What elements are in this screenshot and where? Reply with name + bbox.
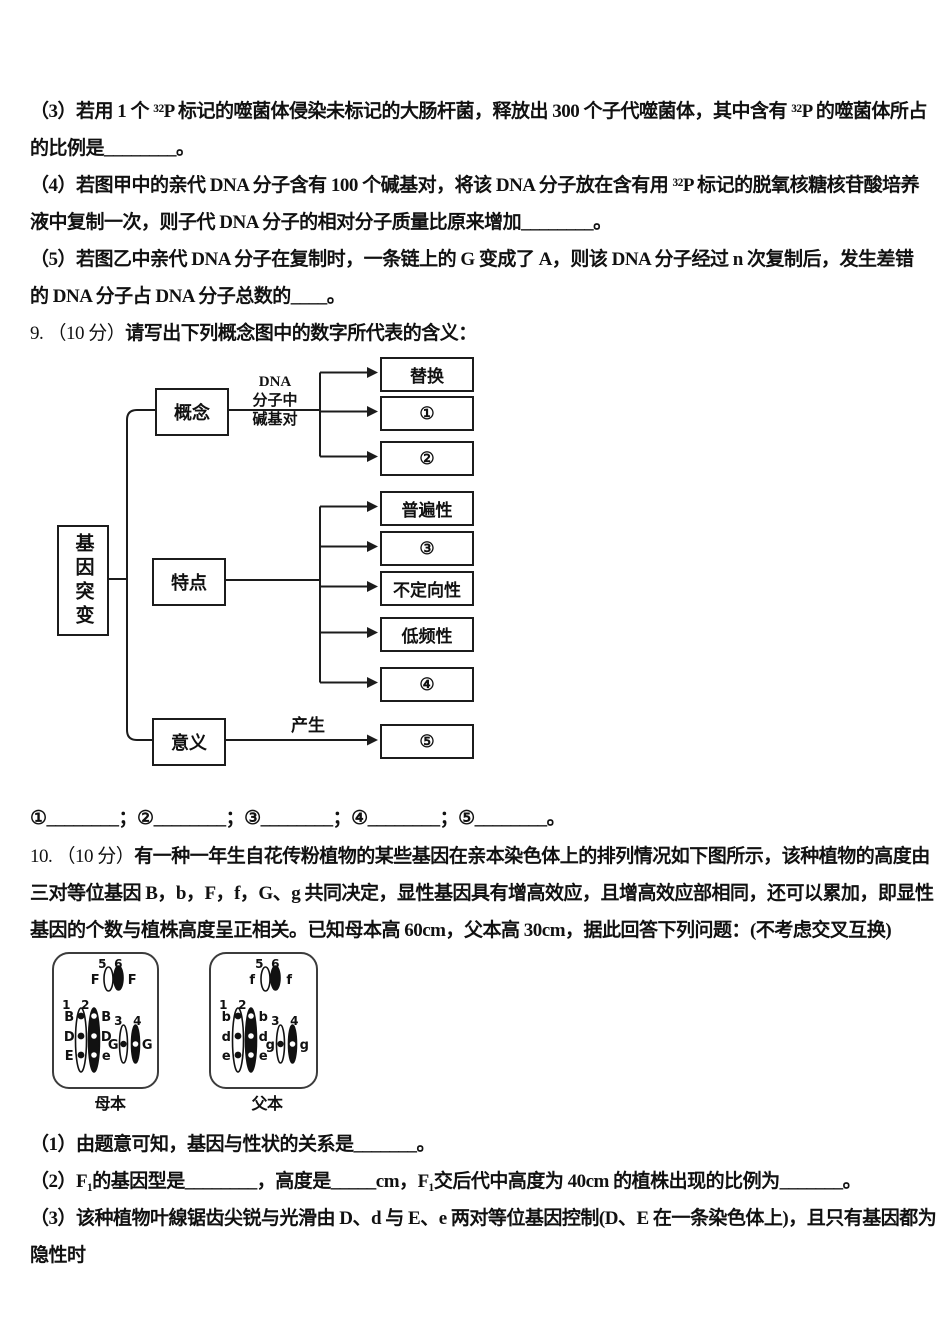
chromosome-number: 2 [81,998,89,1012]
question-9-header: 9. （10 分）请写出下列概念图中的数字所代表的含义： [30,315,930,352]
locus-dot [234,1012,242,1020]
gene-label: e [102,1049,111,1064]
locus-dot [248,1052,254,1058]
question-4: （4）若图甲中的亲代 DNA 分子含有 100 个碱基对，将该 DNA 分子放在… [30,175,920,233]
chromosome-number: 2 [238,998,246,1012]
question-10-text: 有一种一年生自花传粉植物的某些基因在亲本染色体上的排列情况如下图所示，该种植物的… [30,846,934,941]
root-node-gene-mutation: 基因突变 [57,525,109,636]
node-blank-4: ④ [380,667,474,702]
question-10: 10. （10 分）有一种一年生自花传粉植物的某些基因在亲本染色体上的排列情况如… [30,838,942,949]
question-10-paragraph: 10. （10 分）有一种一年生自花传粉植物的某些基因在亲本染色体上的排列情况如… [30,838,942,949]
gene-label: D [64,1030,75,1045]
locus-dot [77,1012,85,1020]
mother-caption: 母本 [94,1094,126,1113]
chromosome-5 [103,966,114,992]
chromosome-6 [270,965,281,991]
question-9-title: 请写出下列概念图中的数字所代表的含义： [125,323,477,344]
gene-label: G [108,1038,118,1053]
locus-dot [248,1013,254,1019]
node-low-frequency: 低频性 [380,617,474,652]
edge-label-dna-base-pair: DNA 分子中 碱基对 [245,373,305,430]
chromosome-number: 4 [133,1014,141,1028]
node-blank-3: ③ [380,531,474,566]
chromosome-figure: 5 6 F F 1 2 B D E B D e 3 4 G [52,952,318,1113]
father-caption: 父本 [250,1094,283,1113]
mother-panel: 5 6 F F 1 2 B D E B D e 3 4 G [52,952,159,1113]
node-substitution: 替换 [380,357,474,392]
father-panel: 5 6 f f 1 2 b d e b d e 3 4 g [209,952,318,1113]
chromosome-number: 3 [114,1014,122,1028]
question-5: （5）若图乙中亲代 DNA 分子在复制时，一条链上的 G 变成了 A，则该 DN… [30,249,914,307]
sub-questions: （1）由题意可知，基因与性状的关系是_______。 （2）F₁的基因型是___… [30,1126,945,1274]
question-10-number: 10. （10 分） [30,846,135,867]
locus-dot [277,1040,284,1048]
edge-label-line3: 碱基对 [252,412,298,428]
gene-label: g [266,1038,275,1053]
locus-dot [234,1051,242,1059]
gene-label: B [64,1010,73,1025]
chromosome-number: 6 [114,957,122,971]
gene-label: g [300,1038,309,1053]
chromosome-number: 1 [219,998,227,1012]
branch-significance: 意义 [152,718,226,766]
branch-features: 特点 [152,558,226,606]
gene-label: G [142,1038,152,1053]
gene-label: D [101,1030,112,1045]
node-blank-1: ① [380,396,474,431]
edge-label-line2: 分子中 [252,393,298,409]
gene-label: f [286,973,292,988]
node-universality: 普遍性 [380,491,474,526]
gene-label: d [222,1030,231,1045]
top-questions: （3）若用 1 个 ³²P 标记的噬菌体侵染未标记的大肠杆菌，释放出 300 个… [30,93,930,352]
gene-label: b [222,1010,231,1025]
edge-label-line1: DNA [258,374,292,390]
locus-dot [91,1052,97,1058]
locus-dot [91,1013,97,1019]
node-blank-2: ② [380,441,474,476]
chromosome-number: 5 [98,957,106,971]
q9-answer-line: ①________；②________；③________；④________；… [30,808,566,829]
gene-label: e [259,1049,268,1064]
gene-label: b [259,1010,268,1025]
gene-label: F [91,973,99,988]
chromosome-number: 3 [271,1014,279,1028]
mother-outline [52,952,159,1089]
diagram-lines [105,367,378,746]
question-3: （3）若用 1 个 ³²P 标记的噬菌体侵染未标记的大肠杆菌，释放出 300 个… [30,101,927,159]
locus-dot [234,1032,242,1040]
locus-dot [132,1041,139,1047]
chromosome-number: 6 [271,957,279,971]
locus-dot [77,1032,85,1040]
sub-question-2: （2）F₁的基因型是________，高度是_____cm，F₁交后代中高度为 … [30,1171,862,1192]
sub-question-3: （3）该种植物叶線锯齿尖锐与光滑由 D、d 与 E、e 两对等位基因控制(D、E… [30,1208,937,1266]
gene-label: e [222,1049,231,1064]
locus-dot [77,1051,85,1059]
chromosome-number: 1 [62,998,70,1012]
father-outline [209,952,318,1089]
chromosome-5 [260,966,271,992]
locus-dot [91,1033,97,1039]
question-9-number: 9. （10 分） [30,323,126,344]
chromosome-number: 5 [255,957,263,971]
gene-label: f [249,973,255,988]
chromosome-6 [113,965,124,991]
locus-dot [289,1041,296,1047]
node-non-directionality: 不定向性 [380,571,474,606]
concept-diagram: 基因突变 概念 特点 意义 DNA 分子中 碱基对 产生 替换 ① ② 普遍性 … [0,348,950,773]
gene-label: B [101,1010,110,1025]
gene-label: E [65,1049,73,1064]
locus-dot [248,1033,254,1039]
locus-dot [120,1040,127,1048]
edge-label-produce: 产生 [291,716,325,735]
gene-label: F [128,973,136,988]
sub-question-1: （1）由题意可知，基因与性状的关系是_______。 [30,1134,436,1155]
chromosome-2 [244,1007,258,1073]
branch-concept: 概念 [155,388,229,436]
chromosome-number: 4 [290,1014,298,1028]
chromosome-2 [87,1007,101,1073]
node-blank-5: ⑤ [380,724,474,759]
gene-label: d [259,1030,268,1045]
